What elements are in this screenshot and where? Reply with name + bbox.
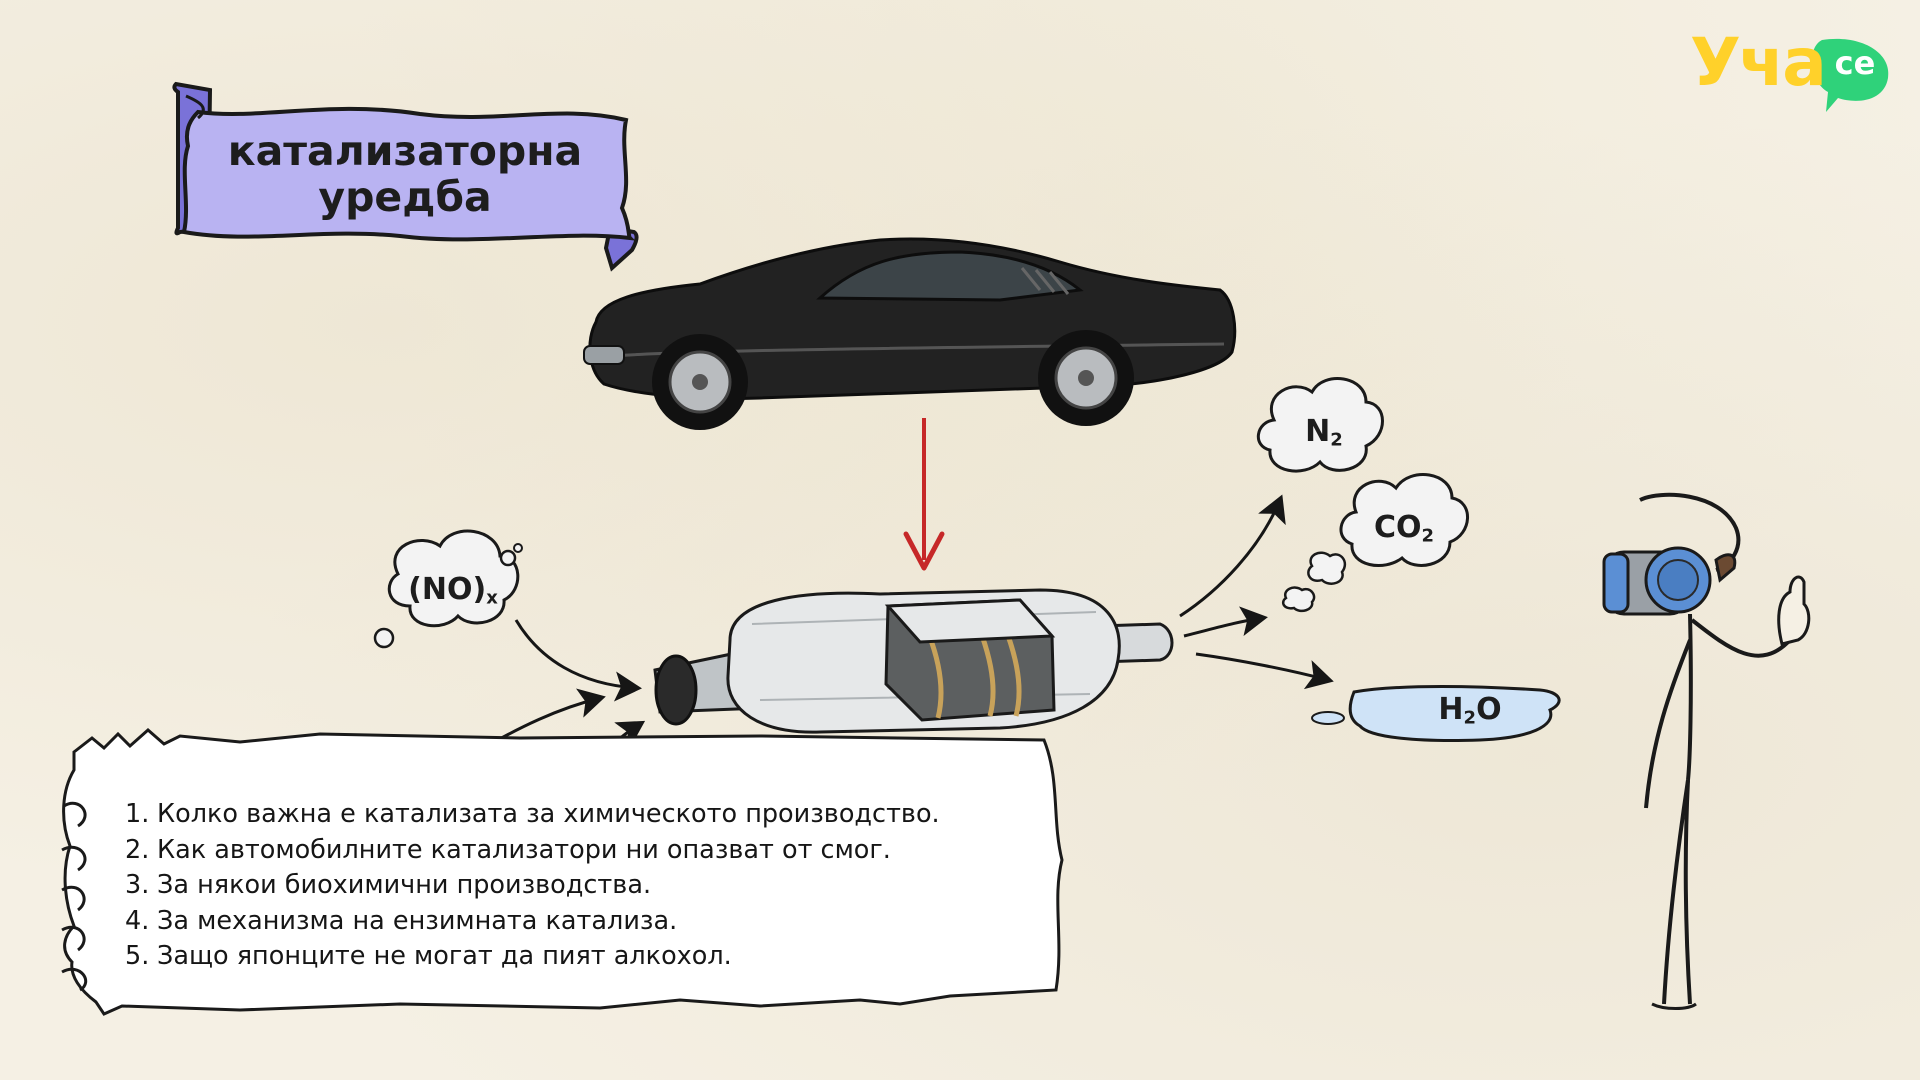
title-banner: [172, 81, 639, 272]
h2o-tail: O: [1476, 692, 1502, 727]
co2-arrow: [1183, 606, 1268, 638]
co2-main: CO: [1373, 510, 1422, 545]
list-item: 5.Защо японците не могат да пият алкохол…: [125, 939, 1065, 975]
nox-label: (NO)x: [398, 572, 508, 609]
item-number: 3.: [125, 870, 150, 900]
questions-list: 1.Колко важна е катализата за химическот…: [125, 797, 1065, 975]
n2-cloud: [1257, 377, 1384, 473]
item-text: Как автомобилните катализатори ни опазва…: [157, 834, 891, 865]
item-number: 2.: [125, 834, 150, 865]
h2o-sub: 2: [1463, 707, 1477, 729]
item-text: За механизма на ензимната катализа.: [157, 905, 678, 936]
list-item: 2.Как автомобилните катализатори ни опаз…: [125, 833, 1065, 869]
item-number: 1.: [125, 799, 150, 829]
co2-cloud: [1282, 473, 1469, 613]
gas-mask-stick-figure: [1602, 492, 1811, 1010]
item-number: 5.: [125, 941, 150, 971]
list-item: 3.За някои биохимични производства.: [125, 868, 1065, 904]
car-illustration: [583, 237, 1237, 430]
co2-label: CO2: [1356, 510, 1452, 547]
red-arrow-icon: [903, 418, 945, 571]
logo-text: Уча: [1690, 24, 1827, 101]
nox-sub: x: [486, 587, 498, 609]
h2o-main: H: [1438, 692, 1464, 727]
catalytic-converter-illustration: [653, 588, 1174, 734]
n2-label: N2: [1276, 414, 1372, 451]
item-number: 4.: [125, 905, 150, 936]
n2-sub: 2: [1330, 429, 1343, 451]
title-line-2: уредба: [318, 173, 492, 221]
n2-main: N: [1305, 414, 1331, 449]
ucha-se-logo: [1811, 38, 1889, 113]
title-line-1: катализаторна: [227, 127, 583, 175]
h2o-label: H2O: [1410, 692, 1530, 729]
h2o-arrow: [1195, 652, 1334, 690]
puddle-icon: [1311, 685, 1561, 742]
page-title: катализаторна уредба: [205, 128, 605, 220]
nox-main: (NO): [408, 572, 487, 607]
co2-sub: 2: [1421, 525, 1435, 547]
list-item: 4.За механизма на ензимната катализа.: [125, 904, 1065, 940]
item-text: Колко важна е катализата за химическото …: [157, 799, 940, 829]
n2-arrow: [1179, 494, 1286, 618]
list-item: 1.Колко важна е катализата за химическот…: [125, 797, 1065, 833]
item-text: Защо японците не могат да пият алкохол.: [157, 941, 732, 971]
logo-badge: се: [1834, 44, 1876, 82]
nox-arrow: [514, 619, 642, 702]
nox-cloud: [373, 529, 523, 649]
question-note: [61, 728, 1064, 1016]
item-text: За някои биохимични производства.: [157, 870, 652, 900]
